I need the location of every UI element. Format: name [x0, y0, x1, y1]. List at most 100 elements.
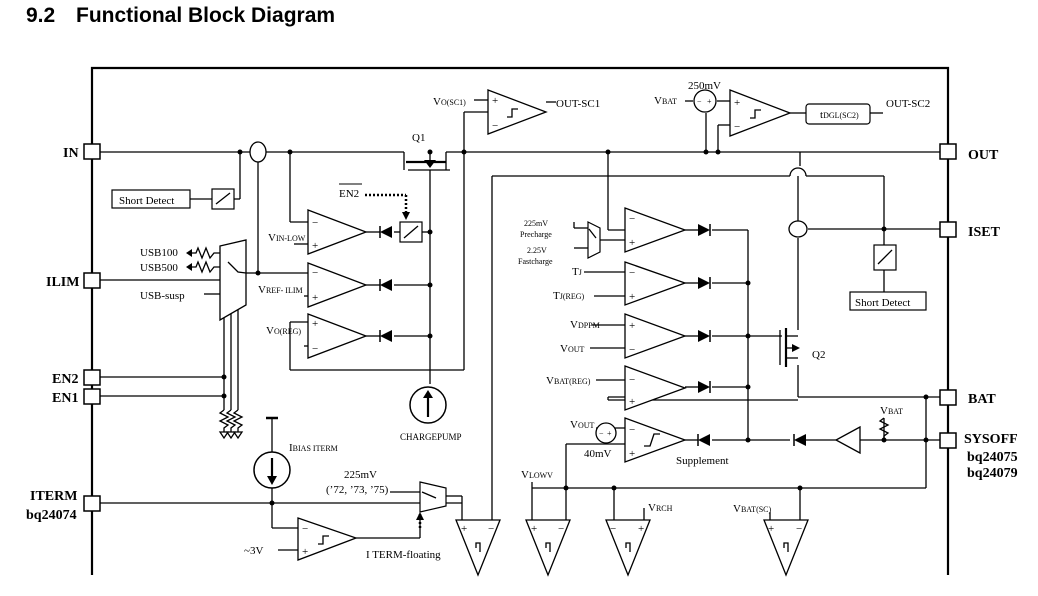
- svg-text:+: +: [629, 320, 635, 332]
- ibias-label: IBIAS ITERM: [289, 442, 338, 454]
- pin-iterm-label: ITERM: [30, 489, 77, 504]
- pin-ilim: ILIM: [46, 272, 101, 290]
- diodes-left: [379, 226, 392, 342]
- pin-sysoff-label: SYSOFF: [964, 432, 1018, 447]
- vout2-label: VOUT: [570, 419, 595, 431]
- svg-text:+: +: [707, 97, 712, 106]
- vbatreg-label: VBAT(REG): [546, 375, 591, 387]
- v3-label: ~3V: [244, 545, 263, 557]
- svg-text:−: −: [558, 523, 564, 535]
- svg-text:−: −: [629, 344, 635, 356]
- short-detect-right-label: Short Detect: [855, 297, 910, 309]
- svg-text:−: −: [488, 523, 494, 535]
- comparator-tj: − + TJ TJ(REG): [553, 261, 687, 306]
- v225-label: 2.25V: [527, 246, 547, 255]
- usb-susp-label: USB-susp: [140, 290, 185, 302]
- svg-text:+: +: [768, 523, 774, 535]
- comparator-vin-low: −+ VIN-LOW: [268, 209, 368, 255]
- q2-mosfet: Q2: [784, 328, 825, 367]
- q1-label: Q1: [412, 132, 425, 144]
- short-detect-right: Short Detect: [849, 244, 927, 311]
- svg-text:+: +: [629, 291, 635, 303]
- comparator-out-sc2: 250mV VBAT −+ +− tDGL(SC2) OUT-SC2: [654, 80, 930, 137]
- short-detect-left-label: Short Detect: [119, 195, 174, 207]
- wires: [100, 100, 940, 551]
- current-sense-in: [249, 141, 267, 163]
- pin-en1-label: EN1: [52, 391, 78, 406]
- en2-bar-label: EN2: [339, 188, 359, 200]
- pin-ilim-label: ILIM: [46, 275, 79, 290]
- current-sense-bat: [788, 220, 808, 238]
- en2-bar: EN2: [339, 183, 362, 200]
- vdppm-label: VDPPM: [570, 319, 600, 331]
- ibias-source: IBIAS ITERM: [253, 416, 338, 489]
- charge-pump: CHARGEPUMP: [400, 386, 462, 442]
- svg-text:+: +: [312, 318, 318, 330]
- mv40-label: 40mV: [584, 448, 612, 460]
- svg-text:−: −: [610, 523, 616, 535]
- usb-mux: USB100 USB500 USB-susp: [140, 239, 247, 322]
- comparator-vbat-reg: −+ VBAT(REG): [546, 365, 687, 411]
- pin-en2: EN2: [52, 369, 101, 387]
- tjreg-label: TJ(REG): [553, 290, 585, 302]
- comparator-supplement: −+ VOUT −+ 40mV Supplement: [570, 417, 729, 467]
- short-detect-left: Short Detect: [111, 188, 235, 210]
- svg-text:+: +: [531, 523, 537, 535]
- vout-label: VOUT: [560, 343, 585, 355]
- pin-sysoff: SYSOFF bq24075 bq24079: [939, 432, 1018, 481]
- svg-text:−: −: [629, 374, 635, 386]
- svg-text:−: −: [629, 267, 635, 279]
- iterm-floating-label: I TERM-floating: [366, 549, 441, 561]
- svg-text:−: −: [734, 121, 740, 133]
- chargepump-label: CHARGEPUMP: [400, 432, 462, 442]
- svg-text:−: −: [492, 120, 498, 132]
- svg-text:+: +: [607, 429, 612, 438]
- precharge-switch: 225mV Precharge 2.25V Fastcharge: [518, 219, 601, 266]
- comparator-vlowv: +− VLOWV: [521, 469, 571, 577]
- out-sc1-label: OUT-SC1: [556, 98, 600, 110]
- mv250-label: 250mV: [688, 80, 721, 92]
- pin-in-label: IN: [63, 146, 79, 161]
- vbat-resistor: VBAT: [878, 405, 903, 440]
- pin-en2-label: EN2: [52, 372, 78, 387]
- vbatsc-label: VBAT(SC): [733, 503, 772, 515]
- svg-text:+: +: [461, 523, 467, 535]
- section-title: Functional Block Diagram: [76, 4, 336, 27]
- pin-iterm: ITERM bq24074: [26, 489, 101, 523]
- svg-text:−: −: [599, 429, 604, 438]
- svg-text:+: +: [492, 95, 498, 107]
- pin-iset-label: ISET: [968, 225, 1001, 240]
- supplement-label: Supplement: [676, 455, 729, 467]
- pin-bat: BAT: [939, 389, 996, 407]
- pin-bat-label: BAT: [968, 392, 996, 407]
- comparator-dppm: + − VDPPM VOUT: [560, 313, 687, 359]
- pin-sysoff-variant-2: bq24079: [967, 466, 1018, 481]
- svg-text:−: −: [312, 217, 318, 229]
- pin-out-label: OUT: [968, 148, 999, 163]
- vbat-r-label: VBAT: [880, 405, 903, 417]
- svg-text:−: −: [629, 213, 635, 225]
- pin-iset: ISET: [939, 221, 1001, 240]
- svg-text:−: −: [302, 523, 308, 535]
- diodes-right: [697, 224, 806, 446]
- mv225-iterm-label: 225mV: [344, 469, 377, 481]
- q2-label: Q2: [812, 349, 825, 361]
- en2-switch: [399, 212, 423, 243]
- svg-text:+: +: [302, 546, 308, 558]
- sysoff-buffer: [834, 425, 861, 455]
- svg-text:−: −: [629, 424, 635, 436]
- tdgl-label: tDGL(SC2): [820, 109, 859, 121]
- junction-dots: [221, 149, 929, 506]
- iterm-parts-label: (’72, ’73, ’75): [326, 484, 389, 496]
- svg-text:+: +: [629, 237, 635, 249]
- comparator-out-sc1: + − VO(SC1) OUT-SC1: [433, 89, 600, 135]
- comparator-iterm: +−: [455, 519, 501, 577]
- svg-text:−: −: [312, 343, 318, 355]
- vo-sc1-label: VO(SC1): [433, 96, 466, 108]
- svg-text:+: +: [734, 97, 740, 109]
- vo-reg-label: VO(REG): [266, 325, 301, 337]
- pin-en1: EN1: [52, 388, 101, 406]
- out-sc2-label: OUT-SC2: [886, 98, 930, 110]
- tj-label: TJ: [572, 266, 582, 278]
